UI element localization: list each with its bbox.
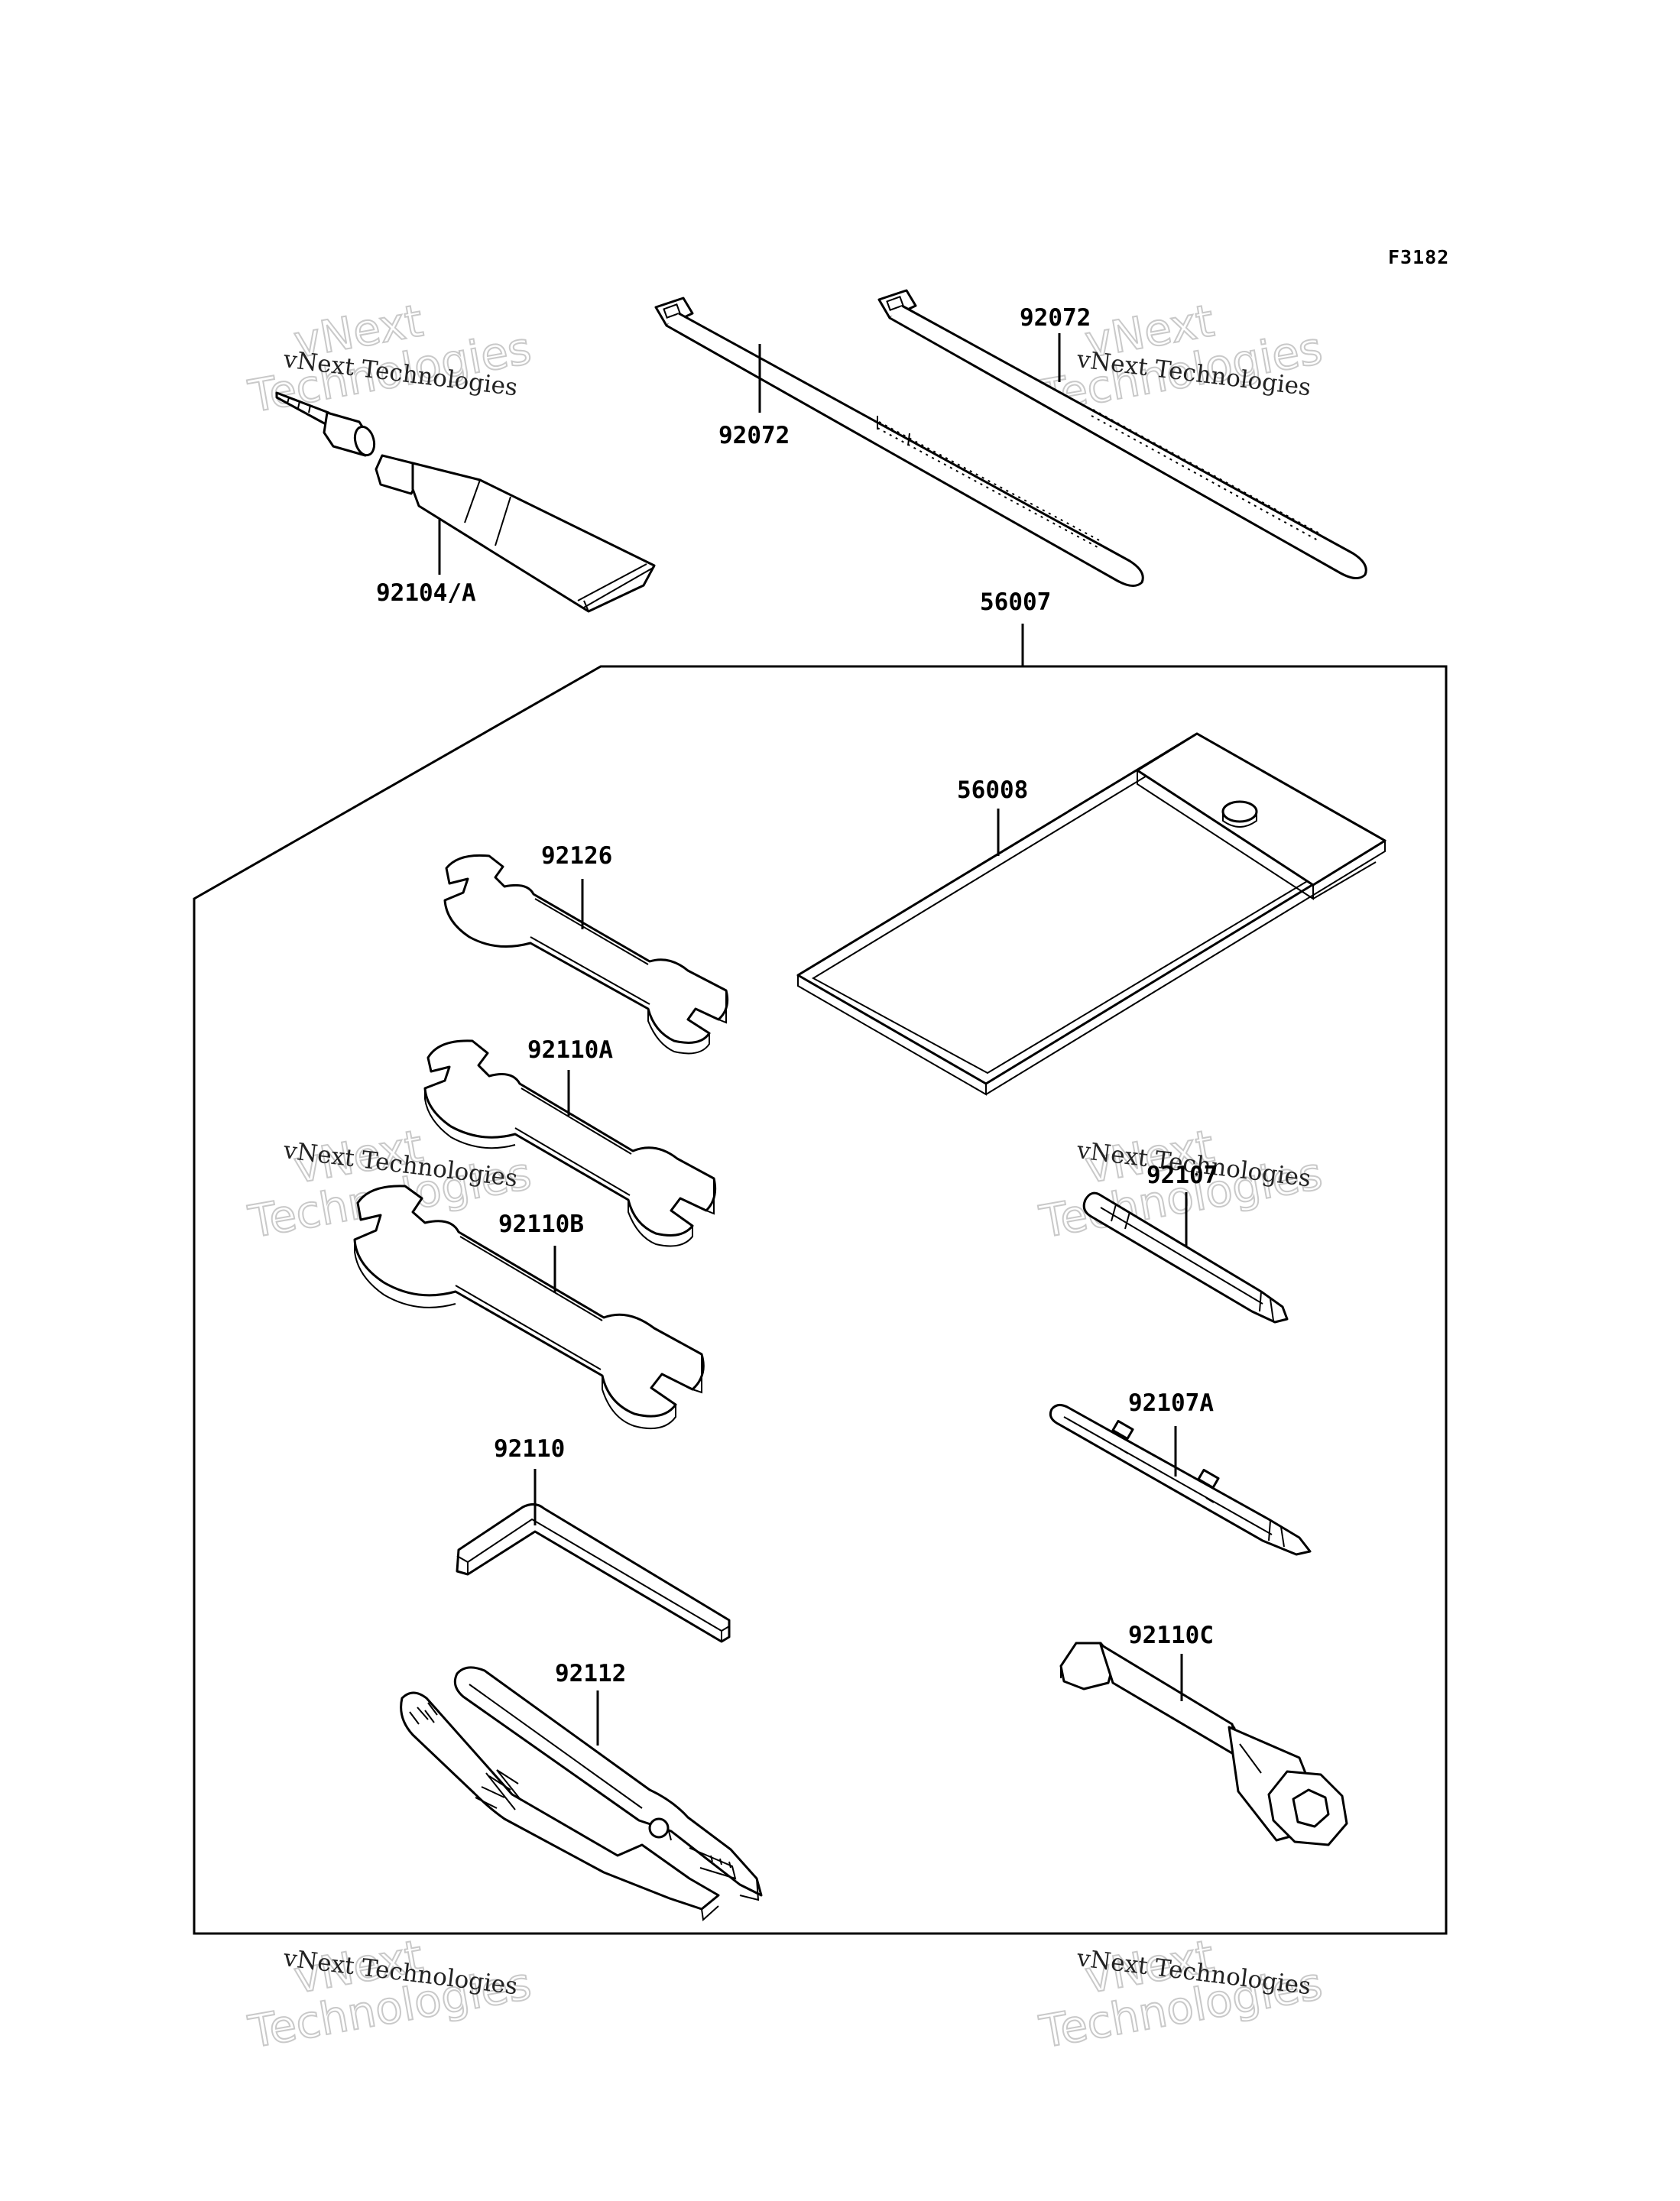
part-label-92107: 92107 [1146,1162,1218,1189]
tool-wallet-drawing [796,732,1386,1096]
wrench-92126-drawing [443,854,729,1055]
part-label-92112: 92112 [555,1660,626,1687]
part-label-92110b: 92110B [498,1211,584,1238]
figure-id: F3182 [1388,246,1449,268]
part-label-92072-right: 92072 [1020,304,1091,332]
part-label-92107a: 92107A [1128,1389,1214,1417]
tool-kit-frame [193,665,1448,1935]
cable-tie-right-drawing [877,289,1367,579]
frame-label-56007: 56007 [980,588,1051,616]
part-label-92072-left: 92072 [718,422,790,449]
tube-drawing [275,391,656,613]
part-label-92126: 92126 [541,842,612,870]
cable-tie-left-drawing [654,297,1144,587]
hex-key-drawing [456,1503,731,1643]
part-label-56008: 56008 [957,776,1028,804]
part-label-92110c: 92110C [1128,1622,1214,1649]
screwdriver-92107a-drawing [1049,1404,1312,1556]
wrench-92110b-drawing [353,1185,705,1429]
box-wrench-drawing [1059,1642,1348,1846]
wrench-92110a-drawing [423,1039,717,1247]
screwdriver-bit-drawing [1082,1191,1289,1324]
part-label-92104a: 92104/A [376,579,476,607]
part-label-92110: 92110 [494,1435,565,1463]
part-label-92110a: 92110A [527,1036,613,1064]
pliers-drawing [400,1666,763,1921]
